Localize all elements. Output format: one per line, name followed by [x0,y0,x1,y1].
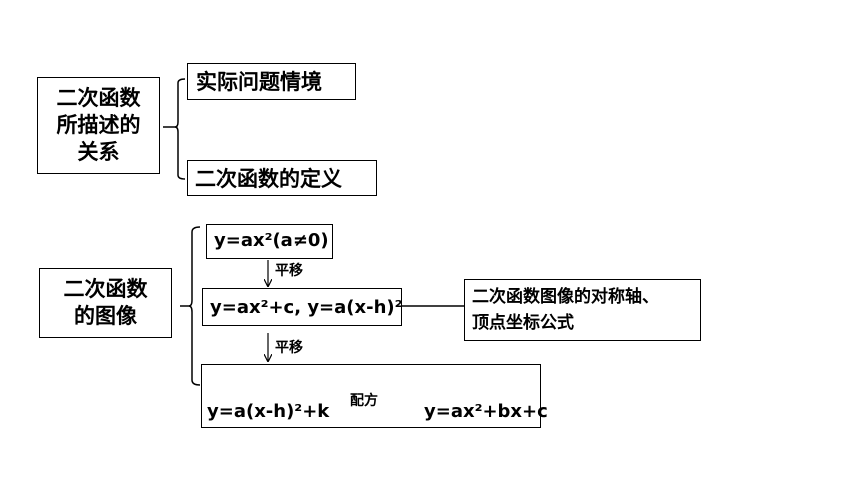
axis-vertex-box: 二次函数图像的对称轴、 顶点坐标公式 [464,279,701,341]
definition-label: 二次函数的定义 [195,167,342,191]
axis-vertex-line-1: 二次函数图像的对称轴、 [472,287,659,307]
formula-1-text: y=ax²(a≠0) [214,230,329,251]
graph-title-line-1: 二次函数 [63,277,148,301]
relation-title-line-1: 二次函数 [56,86,141,110]
formula-1-box: y=ax²(a≠0) [206,224,333,259]
relation-brace [163,78,186,180]
real-world-context-box: 实际问题情境 [187,63,356,100]
graph-title-line-2: 的图像 [74,304,137,328]
graph-brace [180,226,201,386]
formula-2-text: y=ax²+c, y=a(x-h)² [210,297,403,318]
axis-vertex-line-2: 顶点坐标公式 [472,313,574,333]
complete-square-label: 配方 [350,393,378,409]
formula-3-left-text: y=a(x-h)²+k [207,401,330,422]
shift-label-1: 平移 [275,263,303,279]
formula-3-right-text: y=ax²+bx+c [424,401,548,422]
relation-title-line-3: 关系 [77,140,120,164]
shift-label-2: 平移 [275,340,303,356]
real-world-context-label: 实际问题情境 [196,70,322,94]
definition-box: 二次函数的定义 [187,160,377,196]
relation-title-line-2: 所描述的 [56,113,141,137]
relation-title-box: 二次函数 所描述的 关系 [37,77,160,174]
formula-3-box: y=a(x-h)²+k y=ax²+bx+c [201,364,548,428]
graph-title-box: 二次函数 的图像 [39,268,172,338]
formula-2-box: y=ax²+c, y=a(x-h)² [202,288,403,326]
